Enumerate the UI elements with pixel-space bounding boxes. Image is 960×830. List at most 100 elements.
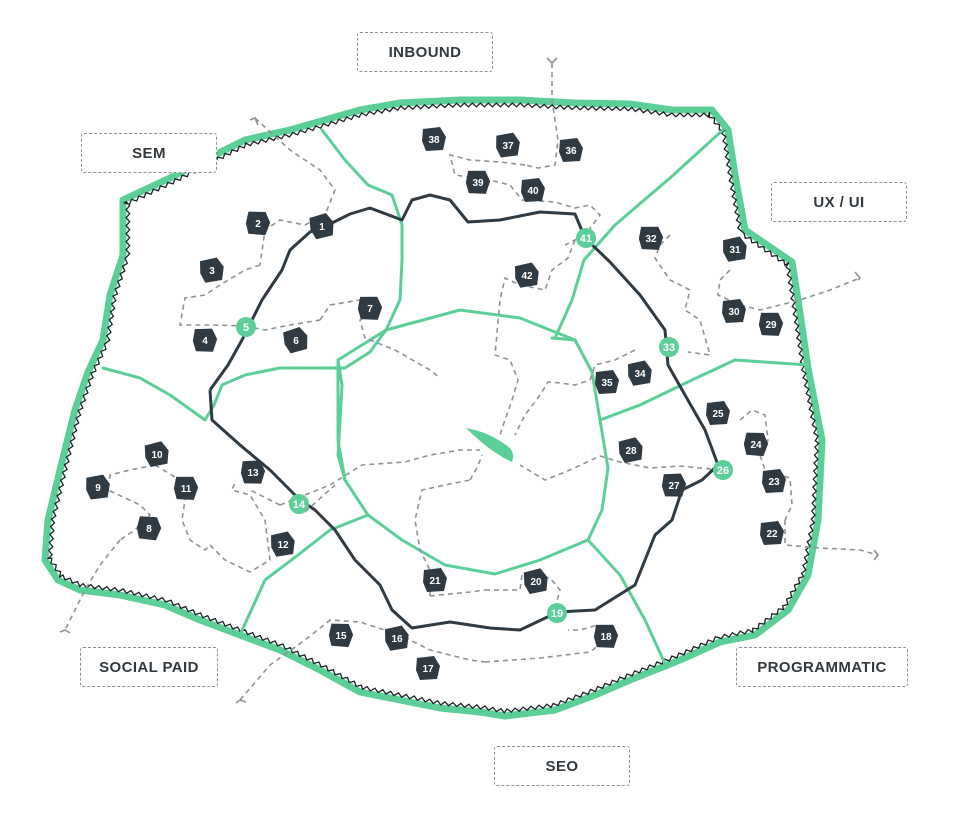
marker-shape xyxy=(762,469,786,493)
marker-number: 23 xyxy=(768,477,780,488)
marker-37[interactable]: 37 xyxy=(495,132,521,158)
marker-40[interactable]: 40 xyxy=(521,178,545,202)
marker-8[interactable]: 8 xyxy=(135,514,163,542)
station-number: 19 xyxy=(551,608,563,620)
marker-number: 29 xyxy=(765,320,777,331)
marker-number: 39 xyxy=(472,178,484,189)
programmatic-label[interactable]: PROGRAMMATIC xyxy=(736,647,908,687)
marker-number: 4 xyxy=(202,336,208,347)
marker-16[interactable]: 16 xyxy=(384,625,410,651)
marker-35[interactable]: 35 xyxy=(595,370,619,394)
marker-1[interactable]: 1 xyxy=(308,212,336,240)
marker-18[interactable]: 18 xyxy=(593,623,619,649)
marker-10[interactable]: 10 xyxy=(143,440,170,467)
station-14[interactable]: 14 xyxy=(289,494,309,514)
marker-shape xyxy=(309,213,334,240)
marker-shape xyxy=(559,138,583,162)
marker-number: 12 xyxy=(277,540,289,551)
marker-17[interactable]: 17 xyxy=(416,656,440,680)
marker-number: 8 xyxy=(146,524,152,535)
marker-29[interactable]: 29 xyxy=(758,311,784,337)
marker-22[interactable]: 22 xyxy=(760,521,784,545)
marker-27[interactable]: 27 xyxy=(661,472,687,498)
marker-12[interactable]: 12 xyxy=(270,531,296,557)
station-26[interactable]: 26 xyxy=(713,460,733,480)
station-19[interactable]: 19 xyxy=(547,603,567,623)
station-41[interactable]: 41 xyxy=(576,228,596,248)
marker-number: 42 xyxy=(521,271,533,282)
marker-shape xyxy=(192,328,218,352)
marker-shape xyxy=(515,262,539,288)
marker-number: 21 xyxy=(429,576,441,587)
marker-number: 28 xyxy=(625,446,637,457)
station-number: 41 xyxy=(580,233,592,245)
marker-shape xyxy=(661,473,687,497)
marker-shape xyxy=(136,516,162,541)
marker-6[interactable]: 6 xyxy=(282,326,310,354)
ux-ui-label[interactable]: UX / UI xyxy=(771,182,907,222)
marker-36[interactable]: 36 xyxy=(559,138,583,162)
station-number: 26 xyxy=(717,465,729,477)
inbound-label[interactable]: INBOUND xyxy=(357,32,493,72)
marker-23[interactable]: 23 xyxy=(762,469,786,493)
marker-9[interactable]: 9 xyxy=(85,474,111,500)
marker-shape xyxy=(723,236,747,262)
marker-42[interactable]: 42 xyxy=(514,262,540,288)
marker-31[interactable]: 31 xyxy=(722,236,748,262)
station-dot xyxy=(713,460,733,480)
marker-shape xyxy=(86,474,110,500)
marker-24[interactable]: 24 xyxy=(742,430,769,457)
station-dot xyxy=(576,228,596,248)
marker-34[interactable]: 34 xyxy=(627,360,653,386)
station-dot xyxy=(547,603,567,623)
marker-shape xyxy=(245,211,271,236)
marker-shape xyxy=(706,401,730,425)
marker-shape xyxy=(722,299,746,323)
marker-28[interactable]: 28 xyxy=(617,436,644,463)
marker-number: 34 xyxy=(634,369,646,380)
marker-number: 40 xyxy=(527,186,539,197)
marker-number: 1 xyxy=(319,222,325,233)
sem-label[interactable]: SEM xyxy=(81,133,217,173)
marker-25[interactable]: 25 xyxy=(706,401,730,425)
marker-38[interactable]: 38 xyxy=(422,127,446,151)
station-33[interactable]: 33 xyxy=(659,337,679,357)
marker-shape xyxy=(593,624,619,648)
marker-shape xyxy=(628,360,652,386)
station-5[interactable]: 5 xyxy=(236,317,256,337)
marker-21[interactable]: 21 xyxy=(423,568,447,592)
marker-shape xyxy=(240,460,266,484)
marker-number: 30 xyxy=(728,307,740,318)
social-paid-label[interactable]: SOCIAL PAID xyxy=(80,647,218,687)
center-landmark-icon xyxy=(466,428,514,462)
marker-shape xyxy=(465,170,491,194)
marker-number: 24 xyxy=(750,440,762,451)
marker-7[interactable]: 7 xyxy=(357,295,383,321)
marker-30[interactable]: 30 xyxy=(722,299,746,323)
station-number: 33 xyxy=(663,342,675,354)
marker-number: 17 xyxy=(422,664,434,675)
marker-shape xyxy=(200,257,224,283)
marker-shape xyxy=(173,476,199,500)
marker-shape xyxy=(144,441,169,467)
marker-39[interactable]: 39 xyxy=(465,169,491,195)
marker-4[interactable]: 4 xyxy=(192,327,218,353)
seo-label[interactable]: SEO xyxy=(494,746,630,786)
marker-shape xyxy=(618,437,643,463)
station-number: 14 xyxy=(293,499,306,511)
marker-number: 36 xyxy=(565,146,577,157)
marker-20[interactable]: 20 xyxy=(522,567,549,594)
marker-3[interactable]: 3 xyxy=(199,257,225,283)
marker-number: 35 xyxy=(601,378,613,389)
marker-shape xyxy=(638,226,664,250)
route-stations: 5 14 19 26 33 41 xyxy=(236,228,733,623)
station-dot xyxy=(289,494,309,514)
marker-15[interactable]: 15 xyxy=(327,621,354,648)
marker-13[interactable]: 13 xyxy=(240,459,266,485)
marker-number: 10 xyxy=(151,450,163,461)
marker-11[interactable]: 11 xyxy=(173,475,199,501)
marker-32[interactable]: 32 xyxy=(638,225,664,251)
marker-2[interactable]: 2 xyxy=(244,209,271,236)
marker-number: 7 xyxy=(367,304,373,315)
